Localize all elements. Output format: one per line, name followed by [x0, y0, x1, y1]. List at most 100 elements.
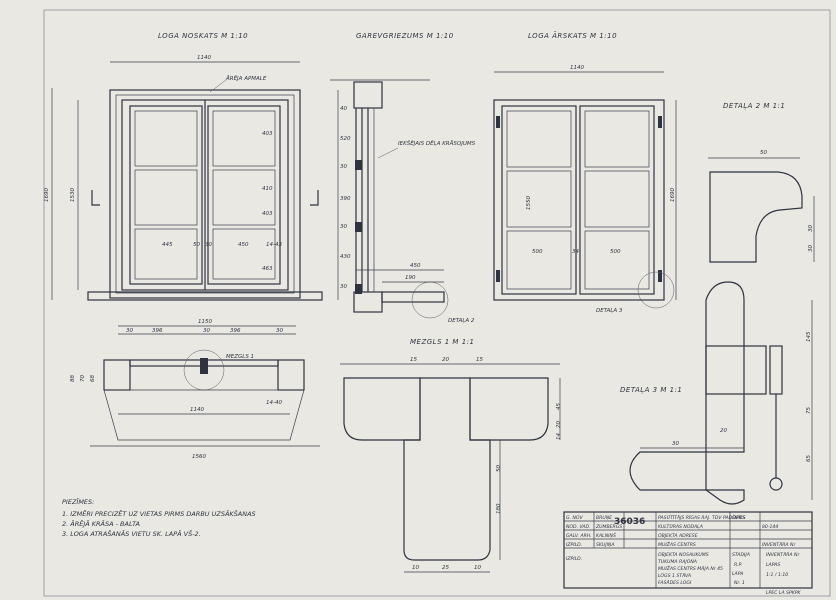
plan-top-dim: 1150: [198, 319, 212, 325]
plan-seg-4: 30: [276, 328, 283, 334]
plan-left-2: 68: [90, 375, 96, 382]
tb-r0-c4: ŠIFRS: [732, 514, 745, 521]
tb-r2-c1: KALNIŅŠ: [596, 532, 616, 539]
detail-3: DETAĻA 3 M 1:1 145 75 65 30 20: [620, 281, 813, 505]
plan-bottom-dim: 1560: [192, 454, 206, 460]
tb-scale-value: 1:1 / 1:10: [766, 572, 788, 578]
tb-object-3: LOGS 1 STĀVA: [658, 572, 691, 579]
front-view-title: LOGA NOSKATS M 1:10: [158, 32, 248, 40]
d3-side-dim-1: 75: [806, 407, 812, 414]
tb-r1-c0: NOD. VAD.: [566, 524, 590, 530]
node-1-title: MEZGLS 1 M 1:1: [410, 338, 474, 346]
tb-inventory-number: 36036: [614, 517, 645, 527]
plan-seg-1: 396: [152, 328, 163, 334]
tb-object-0: OBJEKTA NOSAUKUMS: [658, 552, 709, 558]
node-top-2: 15: [476, 357, 483, 363]
front-v1: 403: [262, 131, 273, 137]
title-block: G. NOV BRUŅE PASŪTĪTĀJS RĪGAS RAJ. TDV P…: [563, 511, 813, 596]
right-sash: [207, 105, 281, 285]
tb-sheet-value: Nr. 1: [734, 580, 745, 586]
tb-r3-c1: SKUJIŅA: [596, 542, 615, 548]
tb-r3-c3: MUIŽAS CENTRS: [658, 540, 696, 548]
paint-callout: IEKŠĒJAIS DĒĻA KRĀSOJUMS: [398, 140, 476, 147]
front-pane-r: 14-43: [266, 242, 282, 248]
front-width-dim: 1140: [197, 55, 211, 61]
node-top-1: 20: [442, 357, 449, 363]
tb-footer: LPEC LA SPKPK: [766, 590, 802, 596]
node-lower-1: 180: [496, 503, 502, 514]
hinge-plate: [629, 281, 745, 505]
plan-seg-0: 30: [126, 328, 133, 334]
sec-dim-0: 40: [340, 106, 347, 112]
node-bottom-1: 25: [442, 565, 449, 571]
sec-dim-5: 430: [340, 254, 351, 260]
note-1: 1. IZMĒRI PRECIZĒT UZ VIETAS PIRMS DARBU…: [62, 509, 256, 518]
d2-profile: [709, 171, 803, 263]
node-top-0: 15: [410, 357, 417, 363]
d2-right-dim-0: 30: [808, 225, 814, 232]
front-v4: 463: [262, 266, 273, 272]
rear-view-title: LOGA ĀRSKATS M 1:10: [528, 31, 617, 40]
tb-r0-c3: PASŪTĪTĀJS RĪGAS RAJ. TDV PADOMES: [658, 514, 746, 521]
front-view: LOGA NOSKATS M 1:10 1140 1690 1530 445 5…: [44, 32, 323, 301]
plan-side-dim: 14-40: [266, 400, 282, 406]
plan-left-0: 88: [70, 375, 76, 382]
tb-r1-c3: KULTŪRAS NODAĻA: [658, 523, 703, 530]
sec-dim-6: 30: [340, 284, 347, 290]
detail-2-marker: DETAĻA 2: [448, 318, 475, 324]
tb-stage-value: R.P.: [734, 562, 742, 568]
front-casing: [109, 89, 301, 299]
front-v2: 410: [262, 186, 273, 192]
d3-side-dim-0: 145: [806, 331, 812, 342]
plan-seg-2: 30: [203, 328, 210, 334]
detail-2-title: DETAĻA 2 M 1:1: [723, 102, 785, 110]
plan-left-1: 70: [80, 375, 86, 382]
note-2: 2. ĀRĒJĀ KRĀSA - BALTA: [62, 519, 140, 528]
tb-inventory-label: INVENTĀRA Nr: [766, 551, 800, 558]
rear-height-dim: 1690: [670, 188, 676, 202]
node-1: MEZGLS 1 M 1:1 15 20 15 45 20 14 50 180 …: [340, 338, 562, 573]
node-lower-0: 50: [496, 465, 502, 472]
notes-block: PIEZĪMES: 1. IZMĒRI PRECIZĒT UZ VIETAS P…: [62, 497, 256, 538]
rear-width-dim: 1140: [570, 65, 584, 71]
d2-top-dim: 50: [760, 150, 767, 156]
sec-depth-dim: 450: [410, 263, 421, 269]
front-casing-callout: ĀRĒJA APMALE: [225, 75, 267, 82]
tb-stage-label: STADIJA: [732, 552, 750, 558]
sec-sill-dim: 190: [405, 275, 416, 281]
hinge-barrel: [705, 345, 767, 395]
rear-view: LOGA ĀRSKATS M 1:10 1140 1690 1550 500 3…: [493, 31, 677, 314]
notes-title: PIEZĪMES:: [62, 497, 94, 506]
detail-3-marker: DETAĻA 3: [596, 308, 623, 314]
tb-object-1: TUKUMA RAJONA: [658, 559, 697, 565]
front-pane-c1: 50: [193, 242, 200, 248]
node-mullion: [403, 377, 491, 561]
front-v3: 403: [262, 211, 273, 217]
node-left-sash: [343, 377, 421, 441]
node-bottom-2: 10: [474, 565, 481, 571]
front-pane-c2: 30: [205, 242, 212, 248]
plan-mid-dim: 1140: [190, 407, 204, 413]
tb-r0-c0: G. NOV: [566, 515, 584, 521]
rear-pane-c: 34: [572, 249, 579, 255]
d3-left-dim: 30: [672, 441, 679, 447]
node-1-marker: MEZGLS 1: [226, 354, 254, 360]
note-3: 3. LOGA ATRAŠANĀS VIETU SK. LAPĀ VŠ-2.: [62, 529, 201, 538]
d3-mid-dim: 20: [720, 428, 727, 434]
rear-pane-w1: 500: [532, 249, 543, 255]
tb-designer-code: IZPILD.: [566, 556, 582, 562]
left-sash: [129, 105, 203, 285]
sec-dim-3: 390: [340, 196, 351, 202]
tb-r0-c1: BRUŅE: [596, 515, 612, 521]
tb-r3-c0: IZPILD.: [566, 542, 582, 548]
d3-side-dim-2: 65: [806, 455, 812, 462]
sec-dim-4: 30: [340, 224, 347, 230]
tb-r1-c1: ZUMBERGS: [595, 524, 622, 530]
tb-sheets-label: LAPAS: [766, 562, 780, 568]
tb-r1-c5: 80-144: [762, 524, 778, 530]
node-right-sash: [469, 377, 549, 441]
vertical-section: GAREVGRIEZUMS M 1:10 40 520 30 390 30 43…: [330, 32, 476, 324]
front-pane-w2: 450: [238, 242, 249, 248]
sec-dim-1: 520: [340, 136, 351, 142]
